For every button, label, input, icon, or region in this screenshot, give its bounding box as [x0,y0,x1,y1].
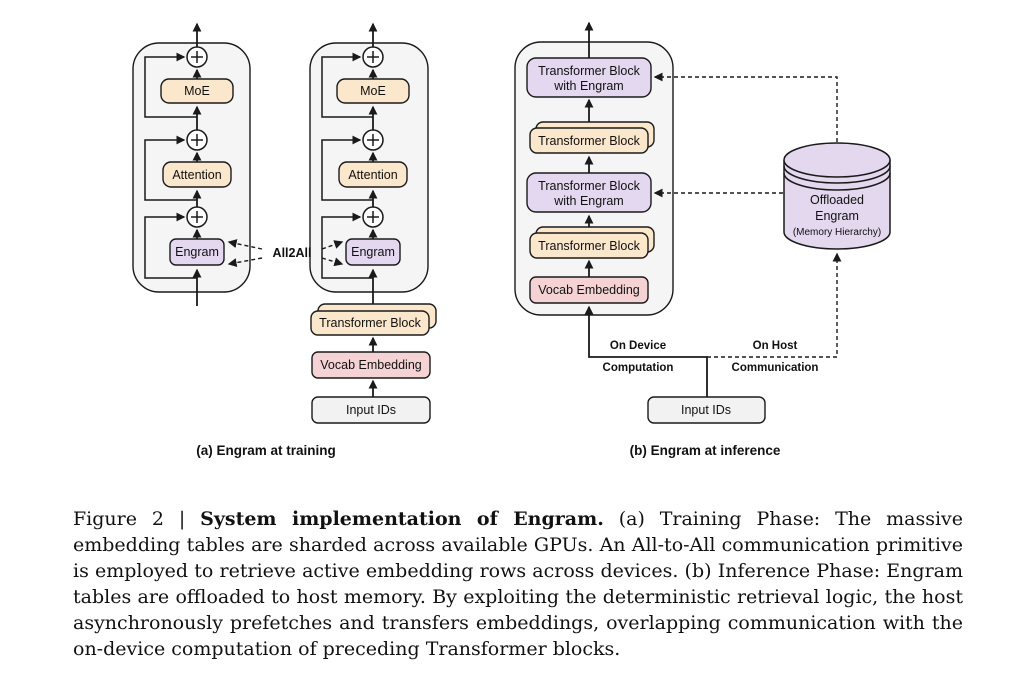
on-host-label-line1: On Host [753,340,798,352]
vocab-embedding-box: Vocab Embedding [311,351,431,379]
vocab-embedding-label: Vocab Embedding [320,358,422,372]
attention-box: Attention [338,161,408,188]
on-host-label-line2: Communication [732,362,819,374]
attention-label: Attention [172,168,221,182]
tbe-label-line2: with Engram [553,79,623,93]
transformer-block-label: Transformer Block [319,316,421,330]
moe-box: MoE [160,78,234,104]
on-device-label-line2: Computation [603,362,674,374]
engram-box: Engram [169,238,225,266]
figure-label: Figure 2 [73,508,164,530]
caption-separator: | [178,508,186,530]
input-ids-box: Input IDs [647,396,766,424]
panel-a-shard-1: Engram Attention MoE [132,22,251,306]
transformer-block-with-engram-box: Transformer Block with Engram [526,172,652,213]
input-ids-label: Input IDs [681,403,731,417]
tbe-label-line2: with Engram [553,194,623,208]
moe-box: MoE [336,78,410,104]
cylinder-label-line1: Offloaded [810,193,864,207]
engram-system-diagram: Engram Attention MoE [132,21,891,458]
vocab-embedding-box: Vocab Embedding [529,276,649,304]
transformer-block-label: Transformer Block [538,134,640,148]
all2all-label: All2All [273,246,312,260]
panel-a-input-stack: Transformer Block Vocab Embedding Input … [310,303,437,424]
residual-add-icon [186,129,208,151]
engram-label: Engram [175,245,219,259]
residual-add-icon [186,206,208,228]
engram-label: Engram [351,245,395,259]
panel-a-shard-2: Engram Attention MoE [309,22,429,311]
transformer-block-stack: Transformer Block [529,226,655,259]
device-computation-route [584,305,708,397]
residual-add-icon [362,46,384,68]
all2all-links: All2All [227,239,344,268]
host-communication-routes [653,72,842,358]
caption-bold-title: System implementation of Engram. [200,508,604,530]
cylinder-label-line2: Engram [815,209,859,223]
transformer-block-stack: Transformer Block [310,303,437,336]
residual-add-icon [186,46,208,68]
transformer-block-stack: Transformer Block [529,121,655,154]
input-ids-box: Input IDs [311,396,431,424]
transformer-block-label: Transformer Block [538,239,640,253]
moe-label: MoE [184,84,210,98]
tbe-label-line1: Transformer Block [538,179,640,193]
caption-body: (a) Training Phase: The massive embeddin… [73,508,963,660]
vocab-embedding-label: Vocab Embedding [538,283,640,297]
transformer-block-with-engram-box: Transformer Block with Engram [526,57,652,98]
residual-add-icon [362,206,384,228]
moe-label: MoE [360,84,386,98]
offloaded-engram-cylinder: Offloaded Engram (Memory Hierarchy) [783,142,891,250]
attention-label: Attention [348,168,397,182]
panel-a-caption: (a) Engram at training [196,443,336,458]
panel-b-caption: (b) Engram at inference [630,443,781,458]
input-ids-label: Input IDs [346,403,396,417]
figure-caption: Figure 2 | System implementation of Engr… [73,506,963,662]
engram-box: Engram [345,238,401,266]
cylinder-label-line3: (Memory Hierarchy) [793,227,881,238]
panel-b-device-stack: Vocab Embedding Transformer Block Transf… [514,21,674,316]
tbe-label-line1: Transformer Block [538,64,640,78]
residual-add-icon [362,129,384,151]
on-device-label-line1: On Device [610,340,666,352]
attention-box: Attention [162,161,232,188]
